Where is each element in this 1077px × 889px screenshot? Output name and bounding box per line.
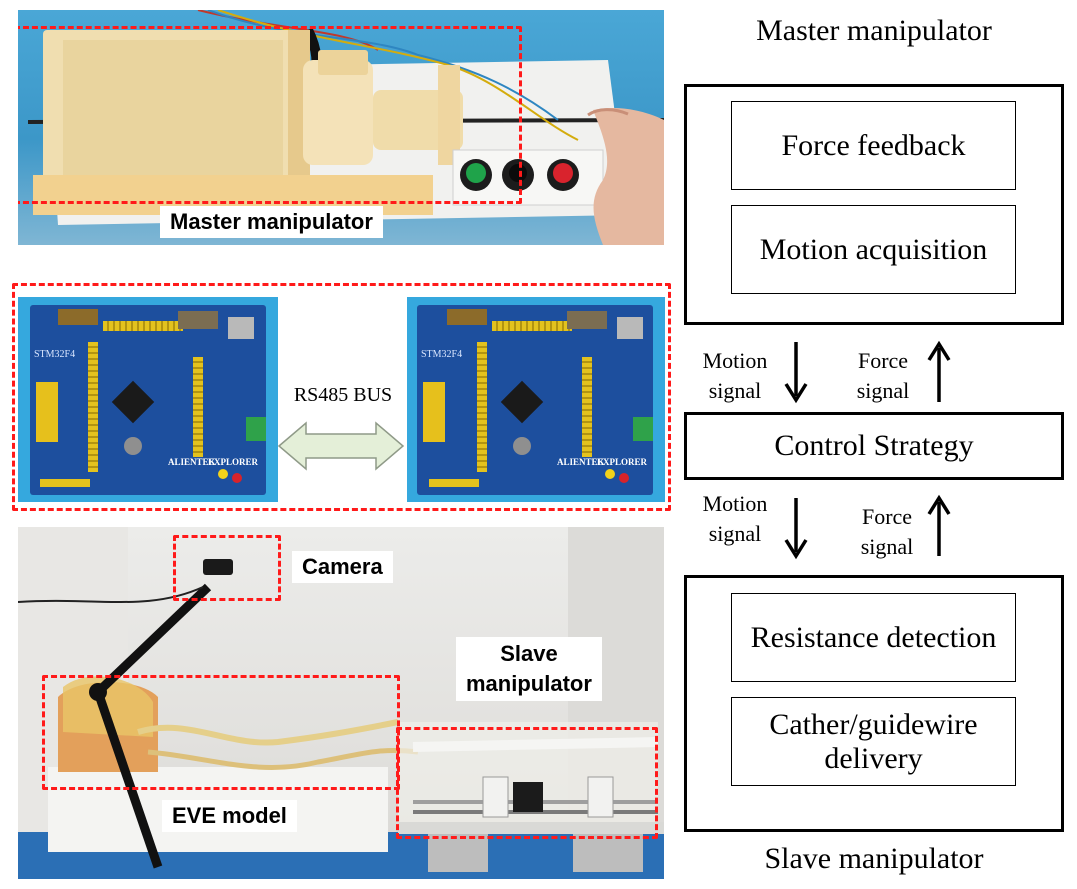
left-board-model-label: STM32F4: [34, 349, 76, 360]
delivery-line2: delivery: [824, 741, 923, 775]
force-feedback-box: Force feedback: [731, 101, 1016, 190]
master-manipulator-label: Master manipulator: [160, 206, 383, 238]
master-manipulator-title: Master manipulator: [756, 14, 992, 47]
left-control-board: STM32F4 ALIENTEK EXPLORER: [18, 297, 278, 502]
eve-model-highlight-box: [42, 675, 400, 790]
lower-motion-signal-label: Motion signal: [690, 489, 780, 549]
right-control-board: STM32F4 ALIENTEK EXPLORER: [407, 297, 665, 502]
upper-down-arrow-icon: [784, 342, 808, 404]
upper-motion-signal-label: Motion signal: [690, 346, 780, 406]
lower-up-arrow-icon: [927, 494, 951, 556]
slave-mechanism-highlight-box: [396, 727, 658, 839]
upper-motion-signal-line1: Motion: [702, 348, 768, 373]
eve-model-label: EVE model: [162, 800, 297, 832]
master-highlight-box: [18, 26, 522, 204]
motion-acquisition-box: Motion acquisition: [731, 205, 1016, 294]
lower-down-arrow-icon: [784, 498, 808, 560]
camera-highlight-box: [173, 535, 281, 601]
slave-photo-drawing: [18, 527, 664, 879]
left-board-name-label: EXPLORER: [208, 457, 259, 467]
camera-label: Camera: [292, 551, 393, 583]
control-strategy-box: Control Strategy: [684, 412, 1064, 480]
bidirectional-bus-arrow-icon: [277, 421, 405, 471]
lower-force-signal-line2: signal: [860, 534, 914, 559]
rs485-bus-label: RS485 BUS: [293, 384, 393, 406]
upper-force-signal-line1: Force: [857, 348, 909, 373]
upper-force-signal-line2: signal: [856, 378, 910, 403]
right-board-brand-label: ALIENTEK: [557, 457, 605, 467]
lower-motion-signal-line1: Motion: [702, 491, 768, 516]
master-photo: Master manipulator: [18, 10, 664, 245]
lower-force-signal-label: Force signal: [842, 502, 932, 562]
upper-motion-signal-line2: signal: [708, 378, 762, 403]
slave-manipulator-label: Slave manipulator: [456, 637, 602, 701]
lower-force-signal-line1: Force: [861, 504, 913, 529]
lower-motion-signal-line2: signal: [708, 521, 762, 546]
right-board-model-label: STM32F4: [421, 349, 463, 360]
boards-highlight-box: [12, 283, 671, 511]
resistance-detection-box: Resistance detection: [731, 593, 1016, 682]
left-board-brand-label: ALIENTEK: [168, 457, 216, 467]
upper-force-signal-label: Force signal: [838, 346, 928, 406]
right-board-name-label: EXPLORER: [597, 457, 648, 467]
slave-label-line1: Slave: [500, 641, 558, 666]
slave-label-line2: manipulator: [466, 671, 592, 696]
slave-manipulator-title: Slave manipulator: [764, 842, 984, 875]
upper-up-arrow-icon: [927, 340, 951, 402]
catheter-delivery-box: Cather/guidewire delivery: [731, 697, 1016, 786]
delivery-line1: Cather/guidewire: [769, 707, 978, 741]
control-strategy-label: Control Strategy: [774, 429, 974, 462]
slave-photo: Camera Slave manipulator EVE model: [18, 527, 664, 879]
master-photo-drawing: [27, 10, 664, 245]
